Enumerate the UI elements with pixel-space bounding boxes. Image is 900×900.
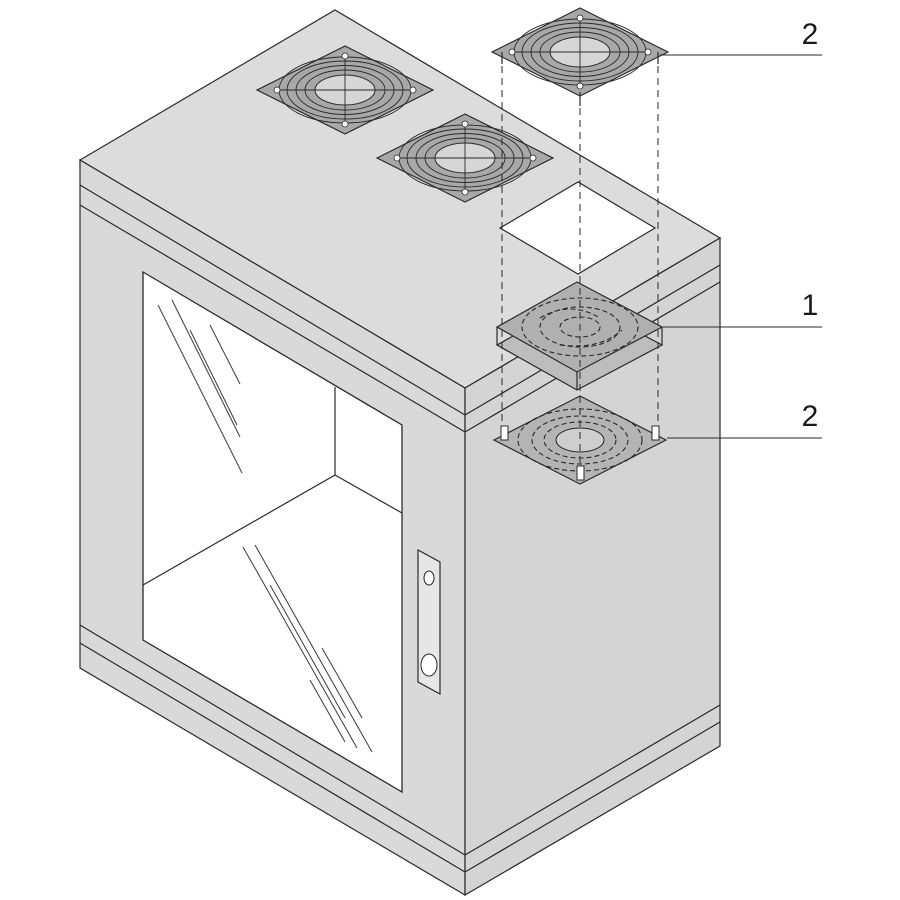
callout-1: 1 <box>802 289 819 322</box>
door-handle <box>417 548 441 696</box>
callout-2-top: 2 <box>802 18 819 51</box>
door-glass-pane <box>142 270 403 794</box>
cabinet-side-face <box>464 236 721 897</box>
exploded-fan-guard-top <box>491 7 669 106</box>
assembly-axes <box>501 66 659 466</box>
glass-door <box>142 270 403 794</box>
callout-2-bottom: 2 <box>802 400 819 433</box>
roof-cutout <box>498 181 657 275</box>
exploded-fan-guard-bottom <box>492 395 668 485</box>
